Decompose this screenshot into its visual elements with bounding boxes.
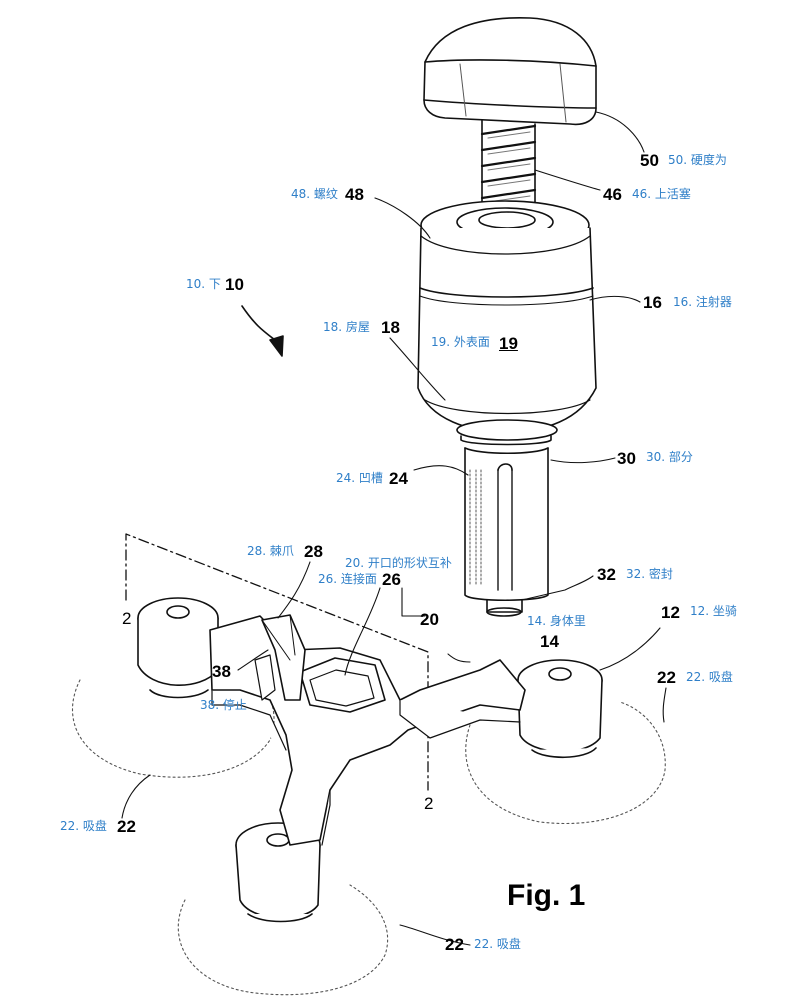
callout-24-number: 24 <box>389 469 408 488</box>
callout-30-label: 30. 部分 <box>646 450 693 464</box>
callout-50-label: 50. 硬度为 <box>668 153 727 167</box>
callout-16-number: 16 <box>643 293 662 312</box>
callout-30-number: 30 <box>617 449 636 468</box>
direction-arrowhead <box>269 335 284 357</box>
syringe-body <box>417 200 597 441</box>
callout-22c-number: 22 <box>445 935 464 954</box>
callout-19-number: 19 <box>499 334 518 353</box>
callout-32-label: 32. 密封 <box>626 567 673 581</box>
callout-16-label: 16. 注射器 <box>673 295 732 309</box>
callout-22b-label: 22. 吸盘 <box>60 819 107 833</box>
callout-22a-number: 22 <box>657 668 676 687</box>
direction-arrow <box>241 305 276 341</box>
callout-48-label: 48. 螺纹 <box>291 187 338 201</box>
section-line <box>125 533 429 791</box>
leader-lines <box>121 111 667 946</box>
callout-20-label: 20. 开口的形状互补 <box>345 556 452 570</box>
callout-19-label: 19. 外表面 <box>431 335 490 349</box>
callout-32-number: 32 <box>597 565 616 584</box>
callout-22c-label: 22. 吸盘 <box>474 937 521 951</box>
callout-38-number: 38 <box>212 662 231 681</box>
callout-12-label: 12. 坐骑 <box>690 604 737 618</box>
callout-18-label: 18. 房屋 <box>323 320 370 334</box>
callout-22a-label: 22. 吸盘 <box>686 670 733 684</box>
callout-10-number: 10 <box>225 275 244 294</box>
callout-18-number: 18 <box>381 318 400 337</box>
callout-28-label: 28. 棘爪 <box>247 544 294 558</box>
suction-cups <box>71 675 666 996</box>
callout-26-number: 26 <box>382 570 401 589</box>
callout-46-number: 46 <box>603 185 622 204</box>
callout-50-number: 50 <box>640 151 659 170</box>
section-mark-left: 2 <box>122 609 132 628</box>
figure-title: Fig. 1 <box>507 879 586 912</box>
tri-arm-mount <box>137 597 603 923</box>
callout-48-number: 48 <box>345 185 364 204</box>
callout-26-label: 26. 连接面 <box>318 572 377 586</box>
callout-14-number: 14 <box>540 632 559 651</box>
callout-46-label: 46. 上活塞 <box>632 187 691 201</box>
callout-12-number: 12 <box>661 603 680 622</box>
callout-22b-number: 22 <box>117 817 136 836</box>
callout-14-label: 14. 身体里 <box>527 614 586 628</box>
knob-handle <box>423 16 597 126</box>
callout-38-label: 38. 停止 <box>200 698 247 712</box>
syringe-lower-portion <box>460 435 552 617</box>
section-mark-right: 2 <box>424 794 434 813</box>
callout-10-label: 10. 下 <box>186 277 221 291</box>
callout-20-number: 20 <box>420 610 439 629</box>
callout-28-number: 28 <box>304 542 323 561</box>
callout-24-label: 24. 凹槽 <box>336 471 383 485</box>
